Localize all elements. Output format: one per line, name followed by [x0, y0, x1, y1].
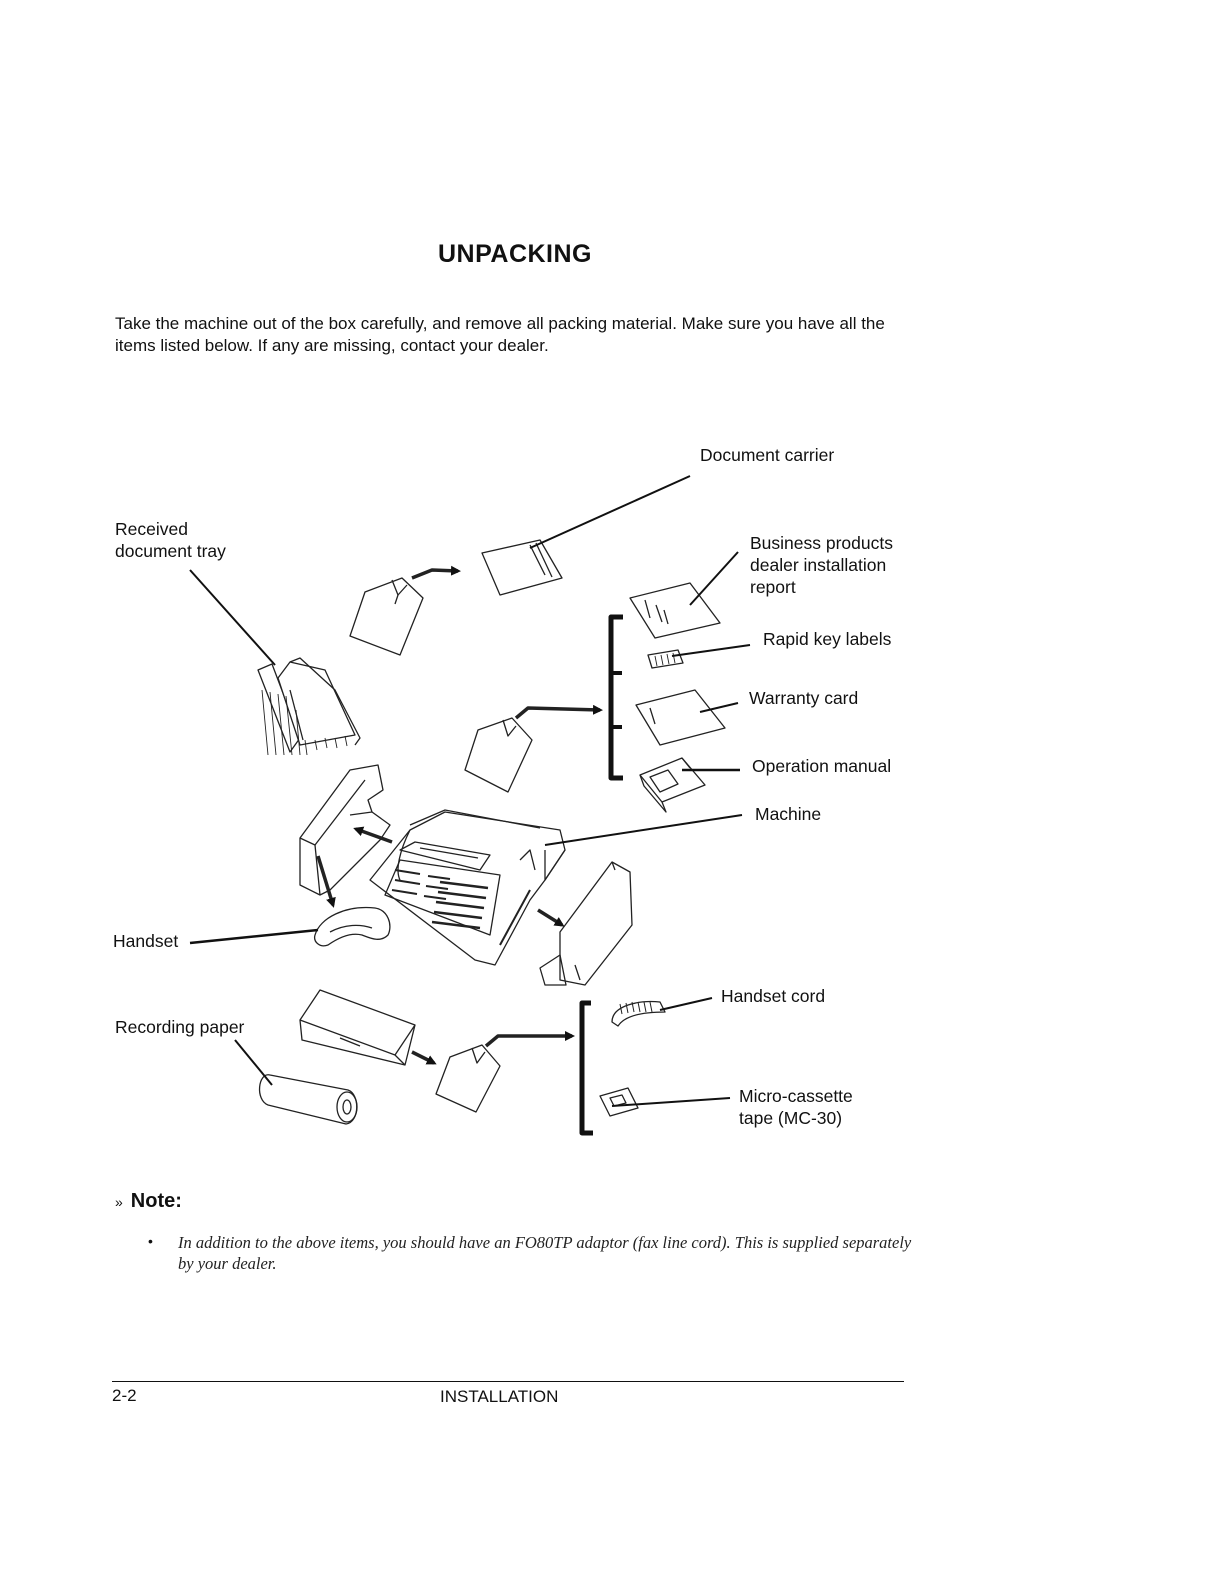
- bag-middle: [464, 717, 533, 793]
- intro-paragraph: Take the machine out of the box carefull…: [115, 314, 885, 355]
- leader-warranty-card: [699, 702, 739, 713]
- note-heading-text: Note:: [130, 1190, 182, 1212]
- bag-bottom: [435, 1044, 501, 1113]
- note-text: In addition to the above items, you shou…: [178, 1233, 912, 1273]
- label-handset: Handset: [113, 931, 179, 951]
- handset-cradle-icon: [299, 764, 391, 896]
- arrow-to-document-carrier: [411, 565, 461, 580]
- bag-top-left: [349, 577, 424, 656]
- arrow-cradle-left: [353, 826, 393, 844]
- document-carrier-icon: [481, 539, 563, 596]
- arrow-to-right-cradle: [537, 908, 565, 927]
- label-received-tray-line1: Received: [115, 519, 188, 539]
- handset-icon: [314, 906, 391, 947]
- label-operation-manual: Operation manual: [752, 756, 892, 776]
- received-document-tray-icon: [257, 657, 361, 756]
- label-warranty-card: Warranty card: [749, 688, 859, 708]
- label-received-tray-line2: document tray: [115, 541, 226, 561]
- note-bullet: •: [148, 1233, 153, 1249]
- note-chevron-icon: »: [115, 1194, 123, 1210]
- note-heading: » Note:: [115, 1190, 182, 1213]
- bracket-accessories: [608, 614, 623, 781]
- micro-cassette-icon: [599, 1087, 639, 1117]
- bracket-cord-cassette: [579, 1000, 593, 1136]
- label-rapid-key-labels: Rapid key labels: [763, 629, 892, 649]
- label-handset-cord: Handset cord: [721, 986, 826, 1006]
- leader-handset-cord: [659, 997, 713, 1011]
- page-title: UNPACKING: [437, 240, 593, 268]
- fax-machine-icon: [369, 809, 566, 966]
- operation-manual-icon: [639, 757, 706, 813]
- arrow-to-cord-cassette: [484, 1031, 575, 1048]
- label-dealer-report-line1: Business products: [750, 533, 893, 553]
- footer-rule: [112, 1381, 904, 1382]
- recording-paper-box-icon: [299, 989, 416, 1066]
- leader-handset: [189, 928, 319, 945]
- arrow-cradle-down: [316, 855, 336, 908]
- label-micro-cassette-line2: tape (MC-30): [739, 1108, 843, 1128]
- leader-dealer-report: [689, 551, 739, 606]
- label-machine: Machine: [755, 804, 822, 824]
- leader-recording-paper: [234, 1039, 273, 1086]
- leader-document-carrier: [529, 475, 691, 549]
- arrow-to-accessories: [514, 704, 603, 720]
- label-micro-cassette-line1: Micro-cassette: [739, 1086, 853, 1106]
- page-number: 2-2: [112, 1386, 137, 1405]
- label-recording-paper: Recording paper: [115, 1017, 245, 1037]
- dealer-report-icon: [629, 582, 721, 639]
- handset-cord-icon: [611, 1000, 666, 1027]
- label-document-carrier: Document carrier: [700, 445, 835, 465]
- arrow-box-to-bag: [411, 1050, 437, 1065]
- leader-machine: [544, 814, 743, 846]
- right-cradle-icon: [539, 861, 633, 986]
- recording-paper-roll-icon: [258, 1074, 358, 1125]
- leader-micro-cassette: [611, 1097, 731, 1107]
- label-dealer-report-line2: dealer installation: [750, 555, 887, 575]
- label-dealer-report-line3: report: [750, 577, 796, 597]
- warranty-card-icon: [635, 689, 726, 746]
- leader-received-tray: [189, 569, 276, 666]
- section-name: INSTALLATION: [440, 1387, 559, 1406]
- rapid-key-labels-icon: [647, 649, 684, 669]
- leader-rapid-key-labels: [671, 644, 751, 657]
